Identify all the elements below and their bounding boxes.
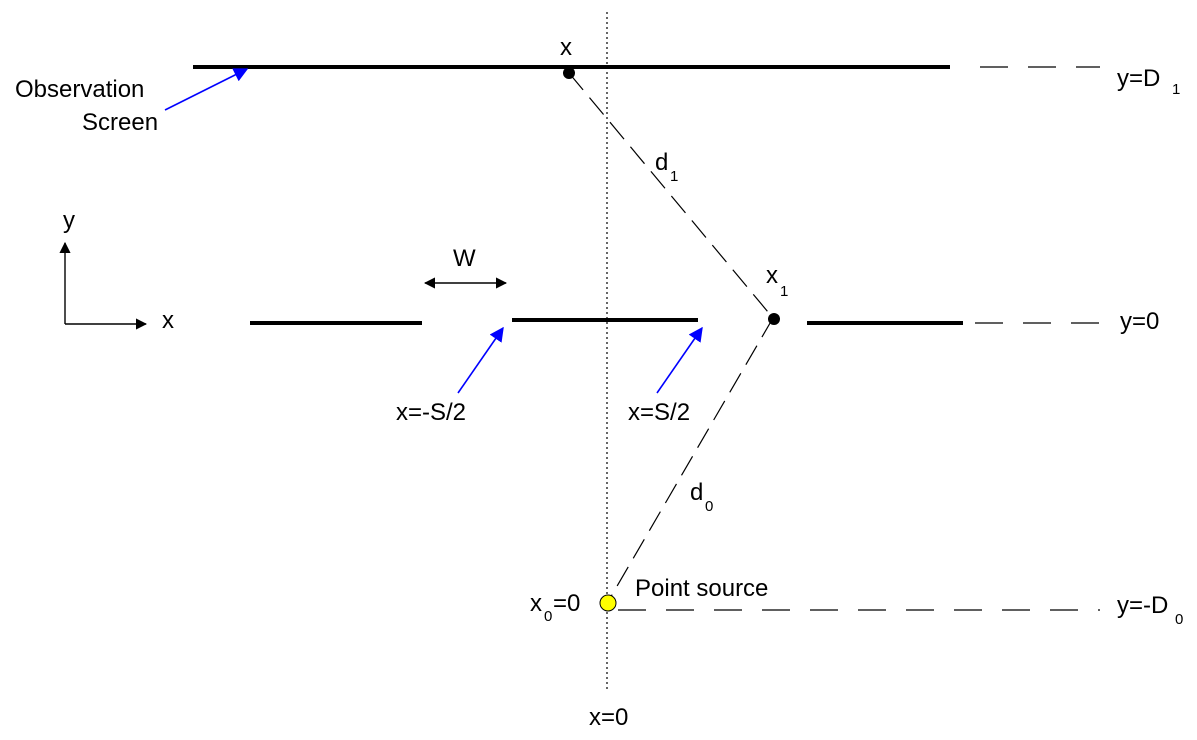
screen-point	[563, 67, 575, 79]
x-zero-label: x=0	[589, 704, 628, 731]
w-label: W	[453, 245, 476, 272]
y-d0-label: y=-D	[1117, 592, 1168, 619]
pos-s2-label: x=S/2	[628, 399, 690, 426]
point-source-label: Point source	[635, 575, 768, 602]
d0-sub: 0	[705, 498, 713, 515]
axis-x-label: x	[162, 307, 174, 334]
x1-label: x	[766, 262, 778, 289]
pos-s2-arrow	[656, 326, 703, 394]
y-d1-sub: 1	[1172, 81, 1180, 98]
y-d1-label: y=D	[1117, 65, 1160, 92]
axis-y-label: y	[63, 207, 75, 234]
y-d0-sub: 0	[1175, 611, 1183, 628]
screen-x-label: x	[560, 34, 572, 61]
x0-label: x	[530, 590, 542, 617]
neg-s2-label: x=-S/2	[396, 399, 466, 426]
observation-arrow	[164, 68, 249, 111]
slit-point	[768, 313, 780, 325]
d0-label: d	[690, 479, 703, 506]
screen-label: Screen	[82, 109, 158, 136]
ray-d0	[608, 317, 774, 601]
d1-sub: 1	[670, 168, 678, 185]
x0-sub: 0	[544, 608, 552, 625]
neg-s2-arrow	[457, 326, 504, 394]
d1-label: d	[655, 149, 668, 176]
point-source-marker	[599, 594, 617, 612]
observation-label: Observation	[15, 76, 144, 103]
ray-d1	[568, 72, 774, 319]
y-zero-label: y=0	[1120, 308, 1159, 335]
x0-value: =0	[553, 590, 580, 617]
x1-sub: 1	[780, 283, 788, 300]
